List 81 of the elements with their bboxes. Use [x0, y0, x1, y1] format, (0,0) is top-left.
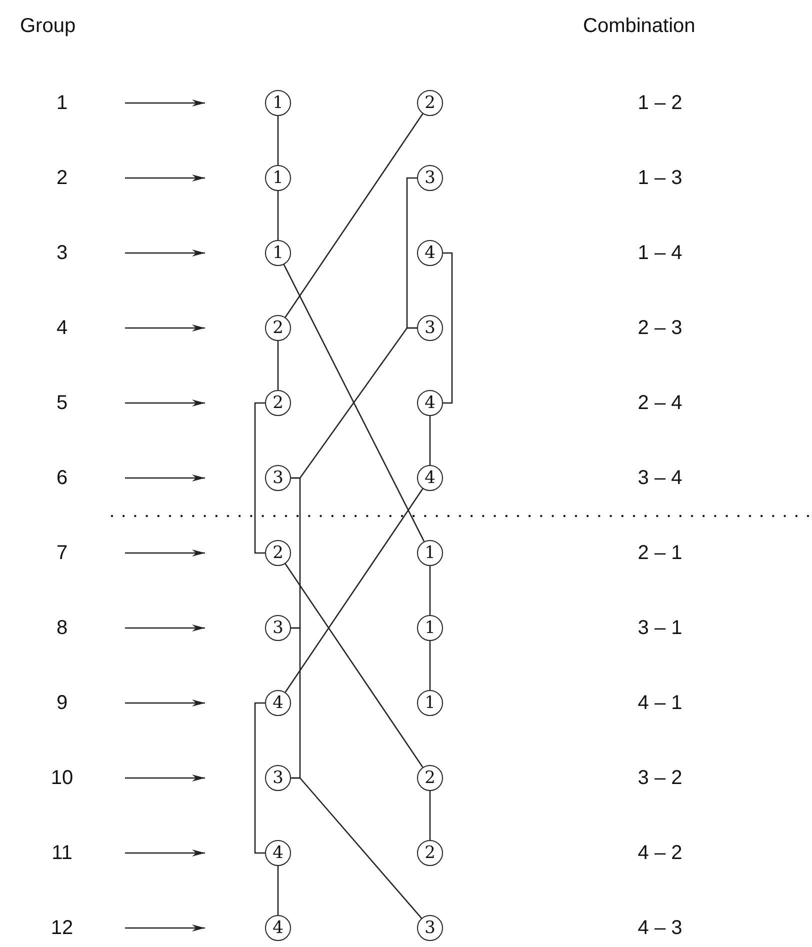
arrow	[125, 924, 205, 932]
connector-line	[406, 177, 417, 329]
arrow	[125, 550, 205, 556]
column-heading: Combination	[583, 16, 696, 36]
combination-label: 1 – 2	[638, 93, 682, 113]
combination-label: 3 – 2	[638, 768, 682, 788]
group-number: 8	[56, 618, 68, 638]
connector-line	[277, 116, 279, 165]
group-number: 9	[56, 693, 68, 713]
group-number: 10	[50, 768, 74, 788]
arrow	[125, 624, 205, 632]
connector-line	[284, 113, 424, 318]
circled-number: 2	[265, 540, 291, 566]
combination-label: 2 – 4	[638, 393, 682, 413]
connector-line	[429, 416, 431, 465]
combination-label: 3 – 4	[638, 468, 682, 488]
connector-line	[284, 563, 424, 768]
arrow	[125, 474, 205, 482]
connector-line	[429, 791, 431, 840]
group-number: 1	[56, 93, 68, 113]
arrow	[125, 400, 205, 406]
group-number: 4	[56, 318, 68, 338]
circled-number: 4	[265, 915, 291, 941]
circled-number: 1	[417, 615, 443, 641]
arrow	[125, 774, 205, 782]
connector-line	[254, 402, 265, 554]
group-number: 3	[56, 243, 68, 263]
circled-number: 4	[417, 465, 443, 491]
circled-number: 2	[417, 765, 443, 791]
connector-line	[443, 252, 453, 404]
connector-line	[283, 264, 425, 542]
circled-number: 1	[265, 240, 291, 266]
combination-label: 1 – 4	[638, 243, 682, 263]
connector-line	[291, 477, 301, 629]
circled-number: 3	[417, 315, 443, 341]
circled-number: 3	[417, 915, 443, 941]
connector-line	[291, 777, 422, 919]
circled-number: 2	[417, 840, 443, 866]
group-number: 2	[56, 168, 68, 188]
combination-label: 3 – 1	[638, 618, 682, 638]
circled-number: 3	[265, 465, 291, 491]
circled-number: 3	[265, 615, 291, 641]
combination-label: 2 – 3	[638, 318, 682, 338]
circled-number: 1	[265, 165, 291, 191]
connector-line	[284, 488, 424, 693]
connector-line	[291, 627, 301, 779]
combination-label: 2 – 1	[638, 543, 682, 563]
group-number: 5	[56, 393, 68, 413]
circled-number: 4	[417, 390, 443, 416]
group-number: 11	[52, 843, 72, 863]
circled-number: 4	[417, 240, 443, 266]
circled-number: 1	[265, 90, 291, 116]
arrow	[125, 100, 205, 106]
arrow	[125, 174, 205, 182]
connector-line	[277, 341, 279, 390]
connector-line	[254, 702, 265, 854]
arrow	[125, 850, 205, 856]
arrow	[125, 700, 205, 706]
connector-line	[429, 566, 431, 615]
group-number: 7	[56, 543, 68, 563]
combination-label: 4 – 1	[638, 693, 682, 713]
circled-number: 3	[265, 765, 291, 791]
circled-number: 4	[265, 690, 291, 716]
connector-line	[277, 191, 279, 240]
combination-label: 1 – 3	[638, 168, 682, 188]
circled-number: 4	[265, 840, 291, 866]
combination-label: 4 – 3	[638, 918, 682, 938]
connector-line	[277, 866, 279, 915]
group-number: 12	[50, 918, 74, 938]
circled-number: 1	[417, 690, 443, 716]
circled-number: 3	[417, 165, 443, 191]
circled-number: 1	[417, 540, 443, 566]
circled-number: 2	[265, 390, 291, 416]
arrow	[125, 250, 205, 256]
column-heading: Group	[20, 16, 76, 36]
arrow	[125, 324, 205, 332]
group-number: 6	[56, 468, 68, 488]
circled-number: 2	[265, 315, 291, 341]
connector-line	[429, 641, 431, 690]
circled-number: 2	[417, 90, 443, 116]
combination-label: 4 – 2	[638, 843, 682, 863]
